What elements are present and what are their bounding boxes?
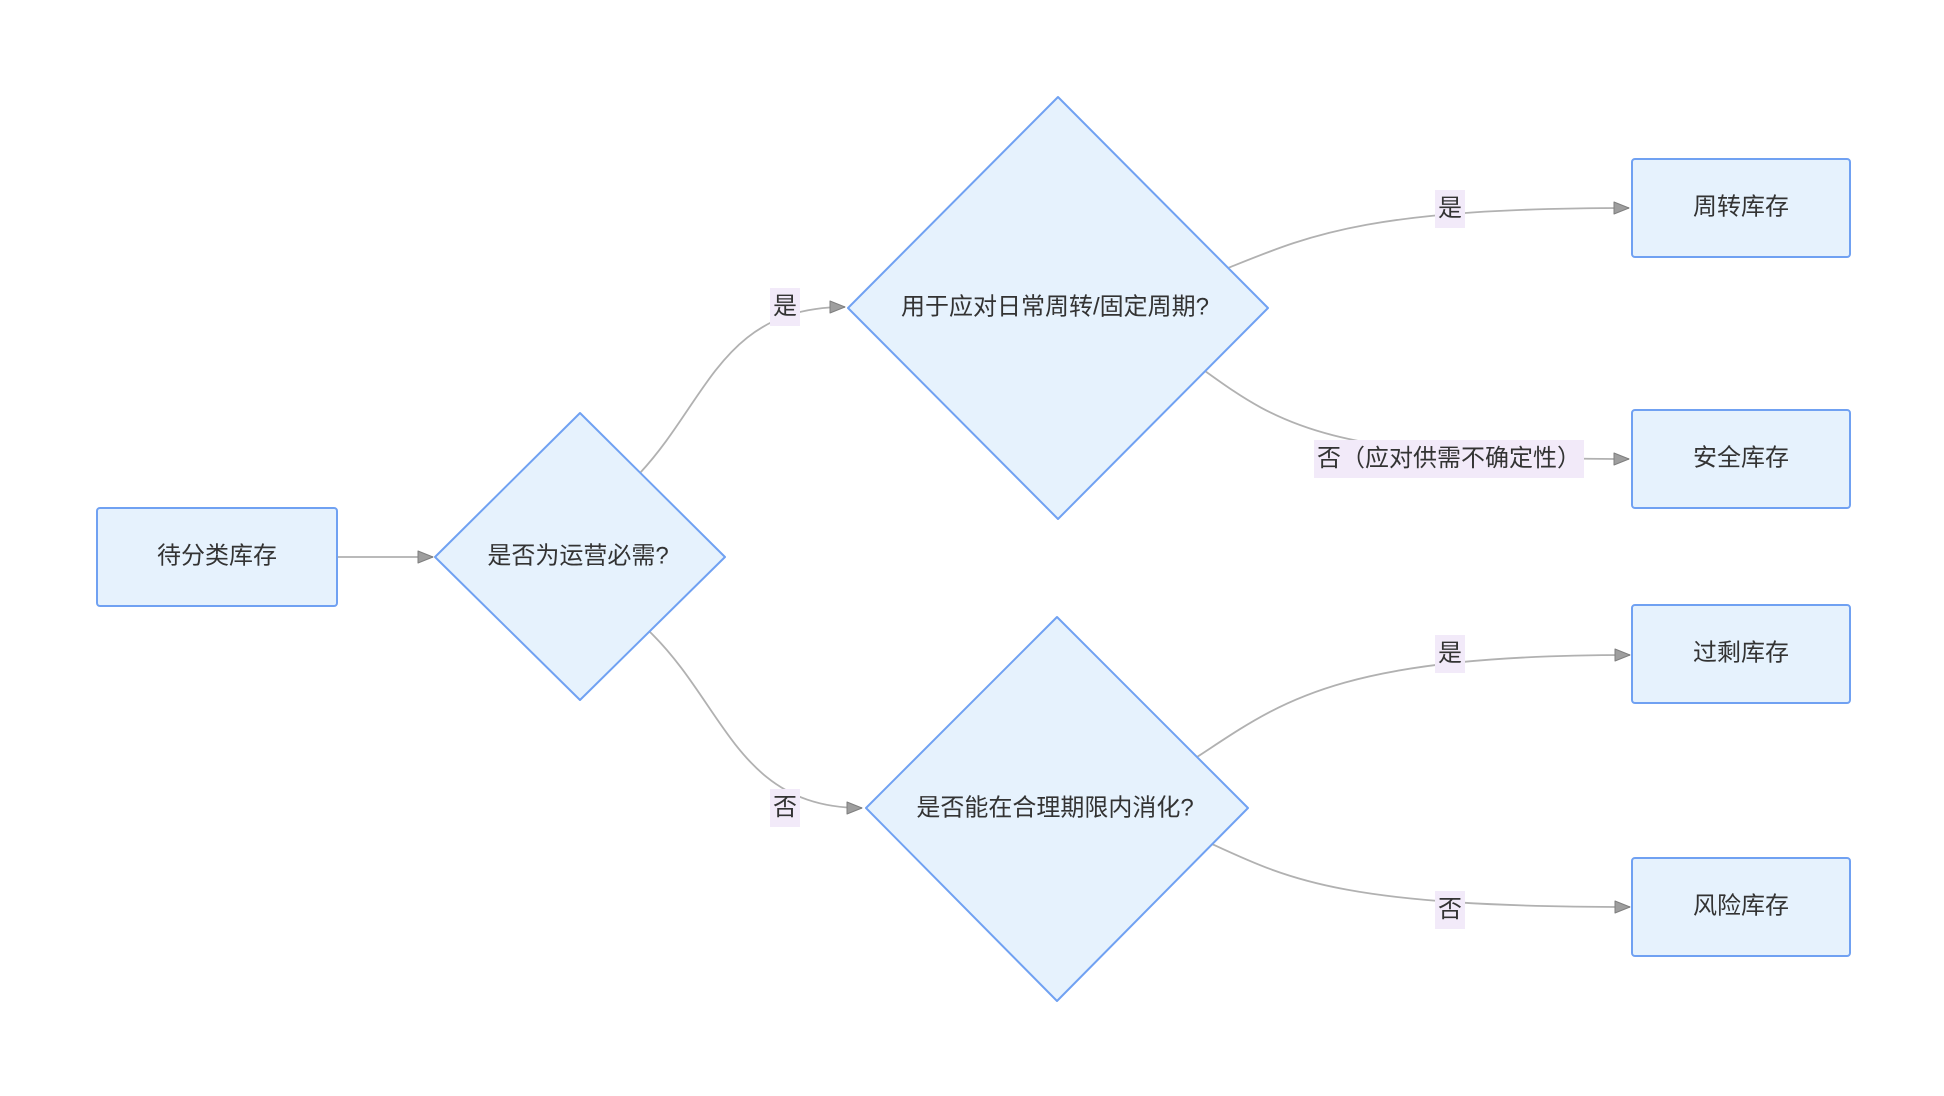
edge-cycle-yes bbox=[1227, 201, 1630, 269]
edge-label-operational-yes[interactable]: 是 bbox=[770, 288, 800, 326]
turnover-node[interactable] bbox=[1631, 158, 1851, 258]
edge-label-cycle-no[interactable]: 否（应对供需不确定性） bbox=[1314, 440, 1584, 478]
excess-node[interactable] bbox=[1631, 604, 1851, 704]
decision-digest-node[interactable] bbox=[865, 616, 1249, 1002]
safety-node[interactable] bbox=[1631, 409, 1851, 509]
edge-label-digest-yes[interactable]: 是 bbox=[1435, 635, 1465, 673]
risk-node[interactable] bbox=[1631, 857, 1851, 957]
edge-operational-no bbox=[649, 631, 863, 815]
turnover-node-label: 周转库存 bbox=[1693, 193, 1789, 221]
edge-digest-no bbox=[1211, 843, 1631, 914]
decision-cycle-node[interactable] bbox=[847, 96, 1269, 520]
start-node-label: 待分类库存 bbox=[157, 542, 277, 570]
decision-digest-label: 是否能在合理期限内消化? bbox=[916, 794, 1194, 822]
risk-node-label: 风险库存 bbox=[1693, 892, 1789, 920]
edge-label-digest-no[interactable]: 否 bbox=[1435, 891, 1465, 929]
edge-digest-yes bbox=[1196, 648, 1631, 758]
edge-label-cycle-yes[interactable]: 是 bbox=[1435, 190, 1465, 228]
decision-operational-label: 是否为运营必需? bbox=[487, 542, 669, 570]
excess-node-label: 过剩库存 bbox=[1693, 639, 1789, 667]
edge-label-operational-no[interactable]: 否 bbox=[770, 789, 800, 827]
decision-cycle-label: 用于应对日常周转/固定周期? bbox=[900, 293, 1210, 321]
safety-node-label: 安全库存 bbox=[1693, 444, 1789, 472]
edge-operational-yes bbox=[639, 300, 846, 474]
decision-operational-node[interactable] bbox=[434, 412, 726, 701]
start-node[interactable] bbox=[96, 507, 338, 607]
